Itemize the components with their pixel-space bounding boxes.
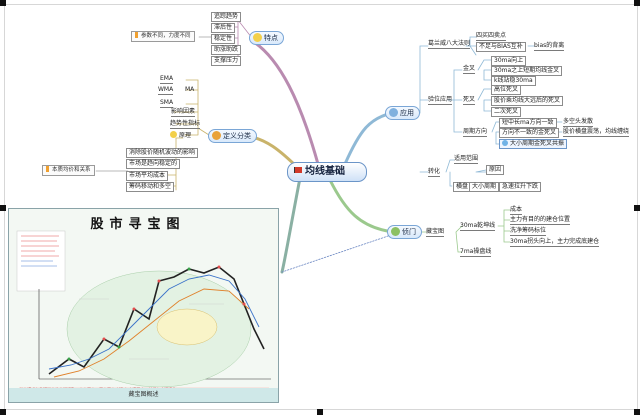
smiley-icon xyxy=(391,227,400,236)
granville-item[interactable]: 不足与BIAS互补 xyxy=(476,42,526,52)
lightbulb-icon xyxy=(135,32,138,38)
shift-range[interactable]: 适用范围 xyxy=(454,155,479,164)
cycle-item[interactable]: 股价横盘震荡，均线缠绕 xyxy=(563,128,630,137)
topic-label: 特点 xyxy=(264,34,278,42)
shift-item[interactable]: 原因 xyxy=(486,165,505,175)
topic-label: 侦门 xyxy=(402,228,416,236)
topic-label: 定义分类 xyxy=(223,132,251,140)
shift-item[interactable]: 大小周期 xyxy=(469,182,500,192)
position-label[interactable]: 验位应用 xyxy=(428,96,453,105)
ma7-label[interactable]: 7ma操盘线 xyxy=(460,248,492,257)
shift-item[interactable]: 急速拉升下跌 xyxy=(499,182,542,192)
definition-note: 本质均价和关系 xyxy=(42,165,95,176)
smiley-icon xyxy=(170,131,177,138)
death-cross-label[interactable]: 死叉 xyxy=(463,96,476,105)
ma30-item[interactable]: 30ma拐头向上，主力完成底建仓 xyxy=(510,238,600,247)
central-topic[interactable]: 均线基础 xyxy=(287,162,367,182)
corner-marker xyxy=(0,205,6,211)
treasure-map-footer: 藏宝图概述 xyxy=(9,388,278,402)
ma-item[interactable]: SMA xyxy=(160,99,174,108)
influence-label[interactable]: 影响因素 xyxy=(171,108,196,117)
golden-cross-item[interactable]: 30ma向上 xyxy=(491,56,527,66)
golden-cross-item[interactable]: 30ma之上短期均线金叉 xyxy=(491,66,563,76)
treasure-map-chart xyxy=(16,230,271,388)
smiley-icon xyxy=(212,131,221,140)
treasure-map-image[interactable]: 股市寻宝图 xyxy=(8,208,279,403)
corner-marker xyxy=(634,0,640,6)
globe-icon xyxy=(389,108,398,117)
corner-marker xyxy=(634,205,640,211)
lagging-label[interactable]: 趋势性指标 xyxy=(170,120,201,129)
ma30-item[interactable]: 洗净筹码标位 xyxy=(510,227,547,236)
feature-item[interactable]: 支撑压力 xyxy=(211,56,242,66)
corner-marker xyxy=(0,409,6,415)
ma30-label[interactable]: 30ma乾坤线 xyxy=(460,222,496,231)
cycle-item[interactable]: 方向不一致的金死叉 xyxy=(499,128,560,138)
principle-label[interactable]: 原理 xyxy=(170,131,191,140)
ma-item[interactable]: WMA xyxy=(158,86,174,95)
cycle-item[interactable]: 短中长ma方向一致 xyxy=(499,118,557,128)
lightbulb-icon xyxy=(46,166,49,172)
principle-item[interactable]: 筹码移动和多空 xyxy=(126,182,175,192)
topic-definition[interactable]: 定义分类 xyxy=(208,129,257,143)
ma30-item[interactable]: 成本 xyxy=(510,206,523,215)
corner-marker xyxy=(634,409,640,415)
principle-item[interactable]: 消除股价随机波动的影响 xyxy=(126,148,199,158)
corner-marker xyxy=(0,0,6,6)
granville-label[interactable]: 葛兰威八大法则 xyxy=(428,40,471,49)
granville-item[interactable]: bias的背离 xyxy=(534,42,565,51)
central-title: 均线基础 xyxy=(305,166,345,177)
corner-marker xyxy=(317,409,323,415)
ma-item[interactable]: EMA xyxy=(160,75,174,84)
treasure-label[interactable]: 藏宝图 xyxy=(426,228,445,237)
topic-hunt[interactable]: 侦门 xyxy=(387,225,422,239)
cycle-label[interactable]: 周期方向 xyxy=(463,128,488,137)
topic-features[interactable]: 特点 xyxy=(249,31,284,45)
golden-cross-label[interactable]: 金叉 xyxy=(463,65,476,74)
feature-item[interactable]: 滞后性 xyxy=(211,23,236,33)
death-cross-item[interactable]: 股价乘均线大远后的死叉 xyxy=(491,96,564,106)
death-cross-item[interactable]: 二次死叉 xyxy=(491,107,522,117)
principle-item[interactable]: 市场是趋向稳定的 xyxy=(126,159,181,169)
flag-icon xyxy=(294,167,302,173)
smiley-icon xyxy=(502,140,508,146)
ma30-item[interactable]: 主力有目的的建仓位置 xyxy=(510,216,571,225)
shift-label[interactable]: 转化 xyxy=(428,168,441,177)
features-note: 参数不同，力度不同 xyxy=(131,31,195,42)
principle-item[interactable]: 市场平均成本 xyxy=(126,171,169,181)
feature-item[interactable]: 追踪趋势 xyxy=(211,12,242,22)
granville-item[interactable]: 四买四卖点 xyxy=(476,32,507,41)
treasure-map-title: 股市寻宝图 xyxy=(90,217,186,232)
ma-label[interactable]: MA xyxy=(185,86,195,93)
death-cross-item[interactable]: 高位死叉 xyxy=(491,85,522,95)
cycle-item[interactable]: 多空头发散 xyxy=(563,118,594,127)
feature-item[interactable]: 稳定性 xyxy=(211,34,236,44)
feature-item[interactable]: 助涨助跌 xyxy=(211,45,242,55)
topic-label: 应用 xyxy=(400,109,414,117)
cycle-item[interactable]: 大小周期金死叉共振 xyxy=(499,139,568,149)
topic-application[interactable]: 应用 xyxy=(385,106,420,120)
smiley-icon xyxy=(253,33,262,42)
